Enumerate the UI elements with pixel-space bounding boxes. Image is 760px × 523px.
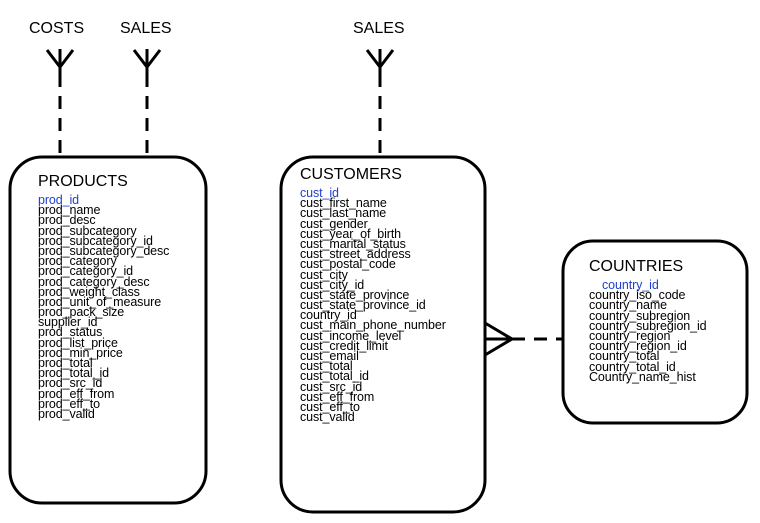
products-column: prod_category: [38, 254, 117, 269]
products-column: prod_status: [38, 325, 103, 340]
countries-column: country_name: [589, 298, 668, 313]
customers-column: cust_main_phone_number: [300, 318, 446, 333]
products-column: prod_category_desc: [38, 274, 150, 289]
countries-column: country_total: [589, 349, 660, 364]
products-column: prod_subcategory: [38, 223, 137, 238]
countries-column: country_total_id: [589, 359, 676, 374]
products-column: prod_list_price: [38, 335, 118, 350]
customers-column: cust_street_address: [300, 247, 411, 262]
products-column: prod_subcategory_id: [38, 233, 153, 248]
customers-column: cust_postal_code: [300, 257, 396, 272]
countries-column: Country_name_hist: [589, 369, 696, 384]
customers-countries-relationship-line: [484, 321, 563, 357]
products-column: prod_min_price: [38, 345, 123, 360]
products-column: prod_eff_from: [38, 386, 115, 401]
customers-column: cust_eff_from: [300, 389, 375, 404]
products-title: PRODUCTS: [38, 173, 128, 190]
customers-column: cust_first_name: [300, 196, 387, 211]
sales-label-right: SALES: [353, 20, 405, 37]
sales-label-left: SALES: [120, 20, 172, 37]
countries-column: country_subregion: [589, 308, 691, 323]
customers-entity-box[interactable]: [279, 155, 487, 514]
customers-column: cust_last_name: [300, 206, 387, 221]
products-column: prod_valid: [38, 406, 95, 421]
countries-entity-box[interactable]: [561, 239, 749, 425]
customers-primary-key: cust_id: [300, 186, 339, 200]
products-column: prod_total: [38, 356, 93, 370]
customers-column: country_id: [300, 308, 357, 323]
customers-title: CUSTOMERS: [300, 166, 402, 183]
products-column: prod_total_id: [38, 366, 109, 381]
products-column: prod_category_id: [38, 264, 133, 279]
countries-title: COUNTRIES: [589, 258, 684, 275]
costs-relationship-line: [45, 49, 75, 157]
customers-column: cust_marital_status: [300, 236, 406, 251]
customers-column: cust_city: [300, 267, 348, 282]
products-column: prod_desc: [38, 213, 96, 228]
sales-customers-relationship-line: [365, 49, 395, 157]
customers-column: cust_total_id: [300, 369, 369, 384]
customers-column: cust_city_id: [300, 277, 365, 292]
customers-column: cust_eff_to: [300, 399, 360, 414]
products-column: prod_pack_size: [38, 305, 125, 320]
countries-column: country_iso_code: [589, 288, 686, 303]
countries-column: country_region: [589, 328, 671, 343]
customers-column: cust_year_of_birth: [300, 226, 402, 241]
customers-column: cust_email: [300, 349, 359, 363]
sales-products-relationship-line: [132, 49, 162, 157]
customers-column: cust_valid: [300, 410, 355, 425]
products-column: prod_unit_of_measure: [38, 294, 162, 309]
countries-column: country_region_id: [589, 339, 687, 354]
countries-primary-key: country_id: [602, 278, 659, 292]
customers-column: cust_credit_limit: [300, 338, 388, 353]
products-column: supplier_id: [38, 315, 98, 330]
customers-column: cust_state_province: [300, 287, 410, 302]
products-entity-box[interactable]: [8, 155, 208, 505]
products-column: prod_subcategory_desc: [38, 243, 170, 258]
customers-column: cust_state_province_id: [300, 298, 426, 313]
customers-column: cust_total: [300, 359, 353, 374]
products-column: prod_eff_to: [38, 396, 100, 411]
products-primary-key: prod_id: [38, 193, 79, 207]
countries-column: country_subregion_id: [589, 318, 707, 333]
customers-column: cust_src_id: [300, 379, 363, 394]
customers-column: cust_income_level: [300, 328, 402, 343]
products-column: prod_src_id: [38, 376, 103, 391]
costs-label: COSTS: [29, 20, 85, 37]
products-column: prod_name: [38, 203, 101, 218]
products-column: prod_weight_class: [38, 284, 140, 299]
customers-column: cust_gender: [300, 216, 368, 231]
